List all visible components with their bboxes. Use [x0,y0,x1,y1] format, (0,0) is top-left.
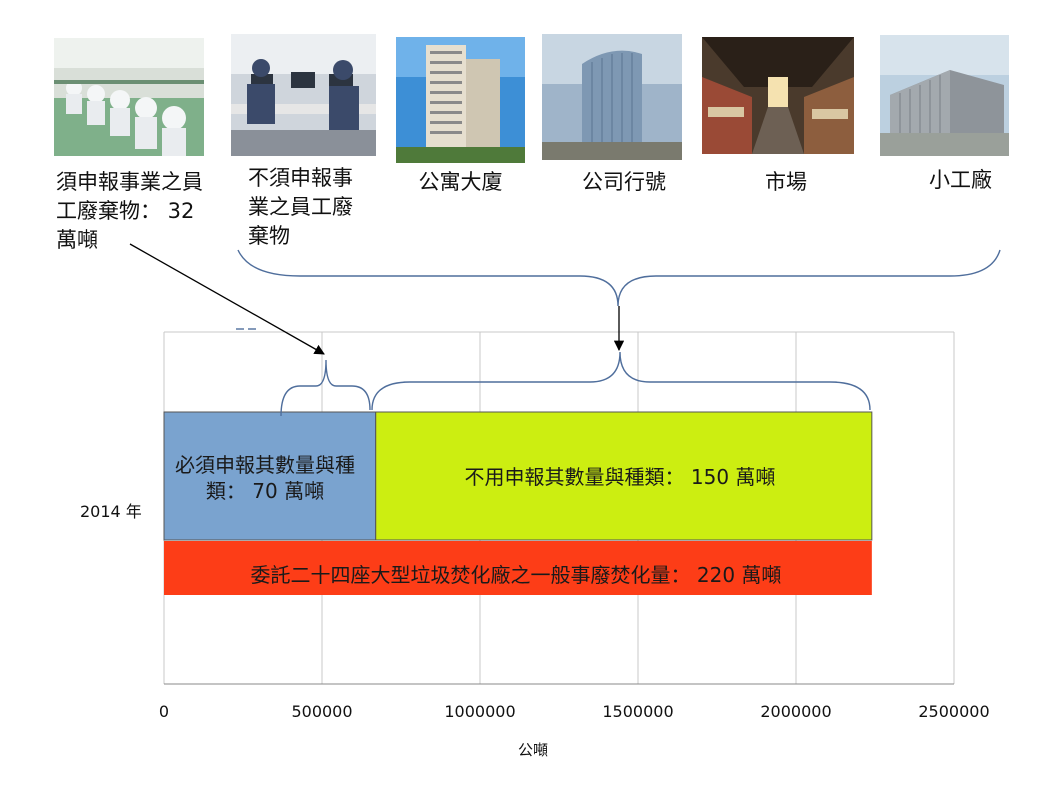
arrow-to-required [129,243,325,355]
market-photo [702,37,854,154]
brace-photos [237,249,1001,307]
x-tick-label: 500000 [291,702,353,721]
photo-caption-apartment: 公寓大廈 [418,170,503,194]
brace-unrequired [371,351,871,411]
x-tick-label: 2500000 [918,702,990,721]
x-tick-label: 0 [158,702,170,721]
brace-required [280,359,371,417]
factory-workers-photo [54,38,204,156]
photo-caption-required-waste: 須申報事業之員工廢棄物： 32 萬噸 [56,170,203,252]
small-factory-photo [880,35,1009,156]
bar-label-unrequired: 不用申報其數量與種類： 150 萬噸 [464,465,776,489]
x-tick-label: 2000000 [760,702,832,721]
photo-caption-unrequired-waste: 不須申報事業之員工廢棄物 [248,166,353,248]
bar-label-incineration: 委託二十四座大型垃圾焚化廠之一般事廢焚化量： 220 萬噸 [250,563,782,587]
x-tick-label: 1000000 [444,702,516,721]
apartment-building-photo [396,37,525,163]
x-axis-title: 公噸 [518,741,549,759]
bar-label-required: 必須申報其數量與種類： 70 萬噸 [175,453,355,503]
bar-incineration [164,541,872,595]
bar-unrequired [375,411,873,541]
y-category-label: 2014 年 [80,502,142,521]
photo-caption-small-factory: 小工廠 [929,168,992,192]
office-workers-photo [231,34,376,156]
photo-caption-company: 公司行號 [582,170,666,194]
bar-required [163,411,377,541]
x-tick-label: 1500000 [602,702,674,721]
photo-caption-market: 市場 [765,170,807,194]
office-tower-photo [542,34,682,160]
